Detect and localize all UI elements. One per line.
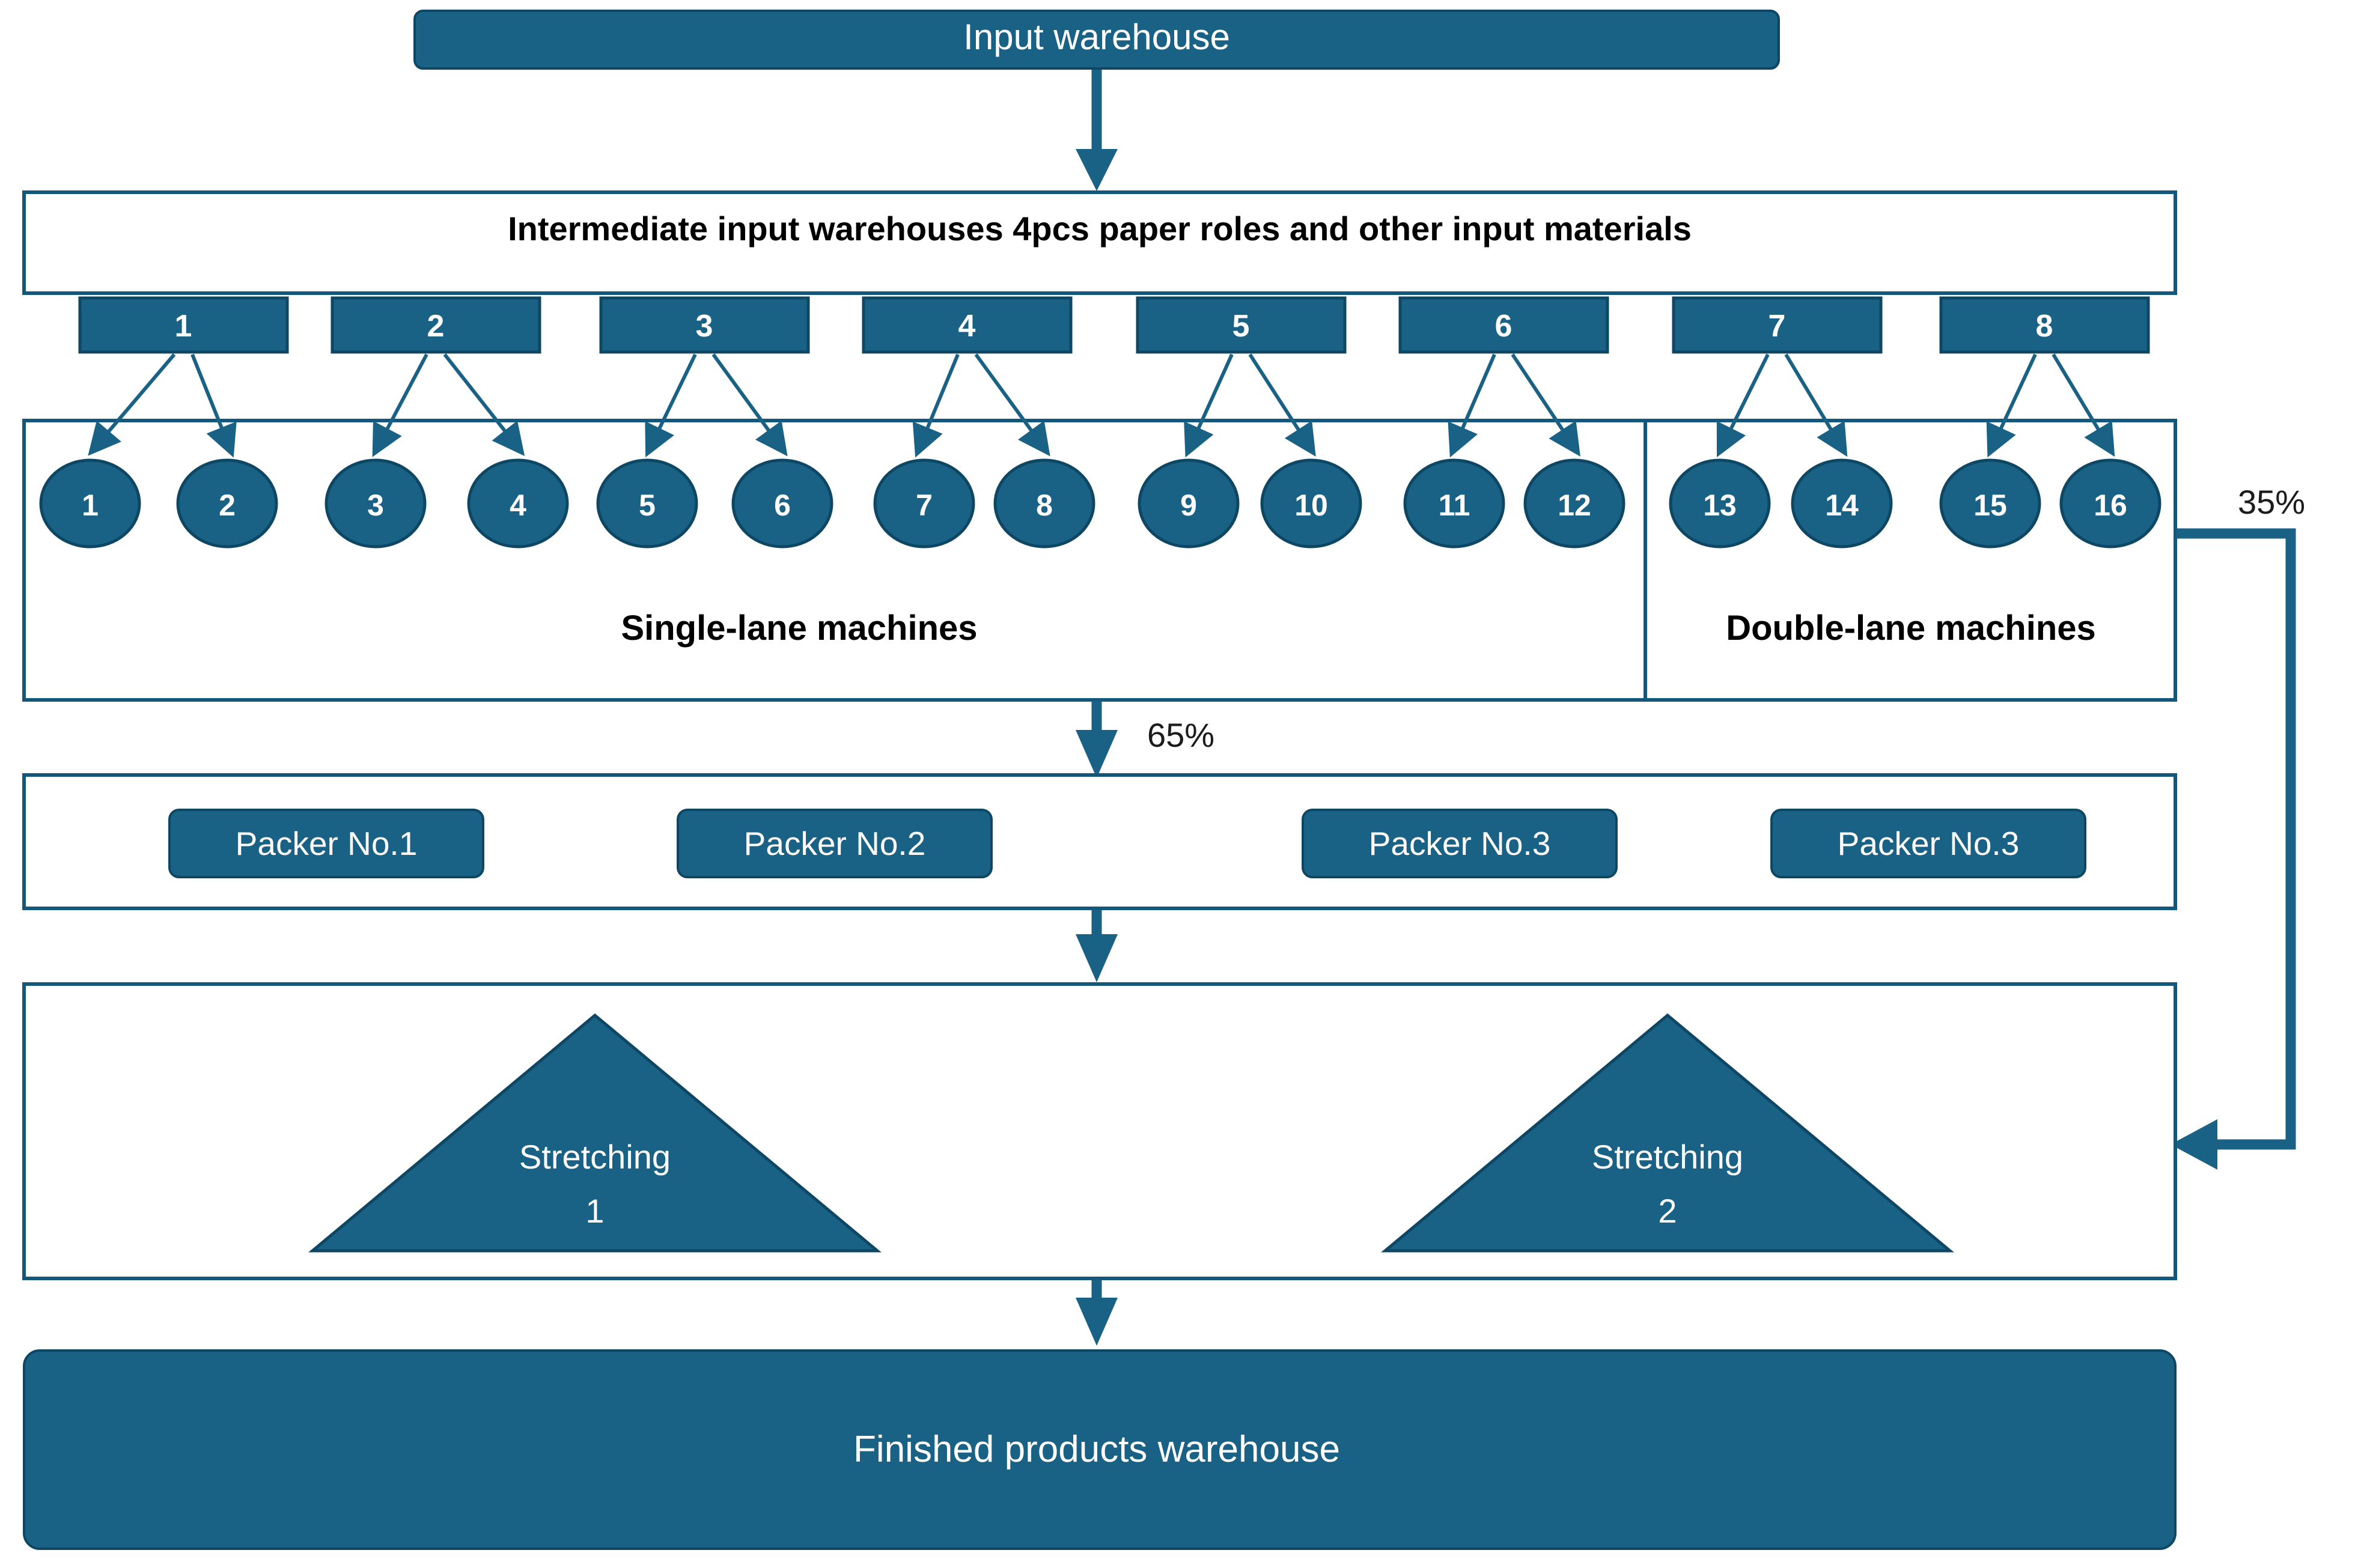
machine-node-11[interactable]: 11 — [1403, 458, 1505, 548]
stretching-index: 1 — [585, 1192, 604, 1230]
finished-products-warehouse-node[interactable]: Finished products warehouse — [23, 1349, 2177, 1550]
warehouse-box-label: 2 — [427, 309, 445, 344]
machine-node-1[interactable]: 1 — [39, 458, 141, 548]
machine-label: 13 — [1703, 488, 1737, 522]
intermediate-warehouses-container: Intermediate input warehouses 4pcs paper… — [22, 190, 2177, 295]
warehouse-box-label: 1 — [175, 309, 192, 344]
stretching-index: 2 — [1658, 1192, 1677, 1230]
machine-label: 12 — [1558, 488, 1591, 522]
machine-label: 11 — [1439, 488, 1470, 522]
warehouse-box-label: 8 — [2036, 309, 2053, 344]
flow-label-65-percent: 65% — [1147, 716, 1214, 754]
machine-label: 5 — [639, 488, 656, 522]
stretching-node-1[interactable]: Stretching 1 — [308, 1013, 882, 1253]
packer-label: Packer No.3 — [1838, 825, 2020, 862]
arrow-double-lane-to-stretching: 35% — [2171, 483, 2305, 1170]
warehouse-box-6[interactable]: 6 — [1398, 296, 1609, 354]
warehouse-box-label: 3 — [696, 309, 713, 344]
warehouse-to-machine-connectors — [88, 353, 2115, 458]
machine-label: 6 — [774, 488, 791, 522]
packer-label: Packer No.3 — [1369, 825, 1551, 862]
stretching-label: Stretching — [1592, 1138, 1743, 1176]
machine-label: 16 — [2094, 488, 2127, 522]
machine-node-2[interactable]: 2 — [176, 458, 278, 548]
packer-node-2[interactable]: Packer No.2 — [677, 809, 993, 878]
machine-node-8[interactable]: 8 — [993, 458, 1095, 548]
arrow-input-to-intermediate — [1076, 70, 1118, 191]
machine-label: 14 — [1825, 488, 1859, 522]
machine-label: 4 — [510, 488, 526, 522]
intermediate-warehouses-header: Intermediate input warehouses 4pcs paper… — [508, 210, 1692, 248]
machine-label: 9 — [1180, 488, 1197, 522]
machine-node-12[interactable]: 12 — [1523, 458, 1625, 548]
machine-label: 2 — [219, 488, 236, 522]
arrow-stretching-to-finished — [1076, 1280, 1118, 1346]
warehouse-box-label: 5 — [1232, 309, 1250, 344]
machine-label: 1 — [82, 488, 99, 522]
warehouse-box-label: 6 — [1495, 309, 1513, 344]
finished-products-warehouse-label: Finished products warehouse — [853, 1429, 1340, 1470]
stretching-label: Stretching — [519, 1138, 671, 1176]
stretching-node-2[interactable]: Stretching 2 — [1381, 1013, 1954, 1253]
machine-label: 15 — [1973, 488, 2007, 522]
packer-label: Packer No.2 — [744, 825, 926, 862]
machine-label: 3 — [367, 488, 384, 522]
input-warehouse-node[interactable]: Input warehouse — [413, 10, 1780, 70]
machine-label: 7 — [916, 488, 933, 522]
input-warehouse-label: Input warehouse — [963, 17, 1230, 57]
machine-node-16[interactable]: 16 — [2059, 458, 2162, 548]
arrow-machines-to-packers: 65% — [1076, 701, 1214, 778]
warehouse-box-1[interactable]: 1 — [78, 296, 289, 354]
machine-node-13[interactable]: 13 — [1669, 458, 1771, 548]
warehouse-box-label: 4 — [958, 309, 976, 344]
machine-node-4[interactable]: 4 — [467, 458, 569, 548]
machine-label: 10 — [1294, 488, 1328, 522]
warehouse-box-2[interactable]: 2 — [331, 296, 541, 354]
warehouse-box-8[interactable]: 8 — [1939, 296, 2150, 354]
packer-node-4[interactable]: Packer No.3 — [1770, 809, 2086, 878]
single-lane-machines-label: Single-lane machines — [621, 609, 977, 648]
flow-label-35-percent: 35% — [2238, 483, 2305, 521]
arrow-packers-to-stretching — [1076, 910, 1118, 982]
machine-node-9[interactable]: 9 — [1138, 458, 1240, 548]
double-lane-machines-label: Double-lane machines — [1726, 609, 2096, 648]
machine-node-14[interactable]: 14 — [1791, 458, 1893, 548]
machine-node-3[interactable]: 3 — [324, 458, 427, 548]
machine-node-7[interactable]: 7 — [873, 458, 975, 548]
machine-label: 8 — [1036, 488, 1053, 522]
packer-node-3[interactable]: Packer No.3 — [1302, 809, 1618, 878]
warehouse-box-5[interactable]: 5 — [1136, 296, 1347, 354]
machine-node-5[interactable]: 5 — [596, 458, 698, 548]
machine-node-6[interactable]: 6 — [731, 458, 833, 548]
warehouse-box-7[interactable]: 7 — [1672, 296, 1883, 354]
packer-label: Packer No.1 — [236, 825, 418, 862]
packer-node-1[interactable]: Packer No.1 — [168, 809, 484, 878]
machine-node-15[interactable]: 15 — [1939, 458, 2041, 548]
warehouse-box-4[interactable]: 4 — [862, 296, 1073, 354]
machine-node-10[interactable]: 10 — [1260, 458, 1362, 548]
warehouse-box-label: 7 — [1769, 309, 1786, 344]
warehouse-box-3[interactable]: 3 — [599, 296, 810, 354]
